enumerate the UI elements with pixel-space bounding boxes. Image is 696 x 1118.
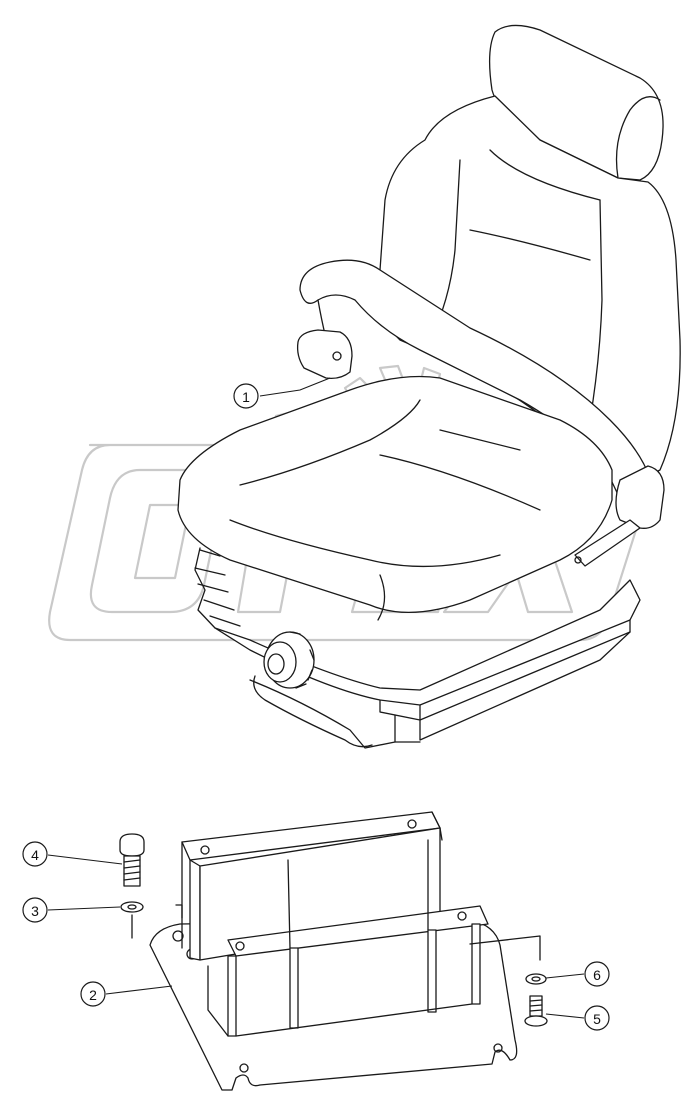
headrest — [488, 24, 664, 181]
armrest-hinge — [296, 329, 353, 380]
bracket-front-rail — [227, 905, 489, 957]
bolt-4-drawing — [119, 833, 145, 887]
callout-6: 6 — [545, 961, 610, 987]
height-adjust-knob — [263, 631, 315, 689]
bracket-front-right-leg — [471, 923, 481, 1005]
bolt-5-drawing — [524, 995, 548, 1027]
bracket-center-right-leg — [427, 929, 437, 1013]
svg-text:4: 4 — [31, 847, 39, 863]
callout-5: 5 — [545, 1005, 610, 1031]
callout-2: 2 — [80, 981, 173, 1007]
seat-base-bracket-drawing — [149, 811, 541, 1091]
bracket-front-left-leg — [227, 955, 237, 1037]
seat-assembly-drawing — [177, 24, 681, 749]
bracket-left-wall — [189, 859, 201, 961]
svg-text:1: 1 — [242, 389, 250, 405]
suspension-bellows — [194, 549, 241, 627]
right-armrest-strap — [615, 465, 665, 529]
svg-text:6: 6 — [593, 967, 601, 983]
callout-4: 4 — [22, 841, 123, 867]
adjustment-lever — [574, 519, 641, 567]
washer-6-drawing — [525, 973, 547, 985]
svg-text:3: 3 — [31, 903, 39, 919]
svg-text:5: 5 — [593, 1011, 601, 1027]
washer-3-drawing — [120, 901, 144, 939]
seat-cushion — [177, 375, 613, 614]
callout-1: 1 — [233, 377, 331, 409]
bracket-center-leg — [289, 947, 299, 1029]
callout-3: 3 — [22, 897, 121, 923]
svg-text:2: 2 — [89, 987, 97, 1003]
